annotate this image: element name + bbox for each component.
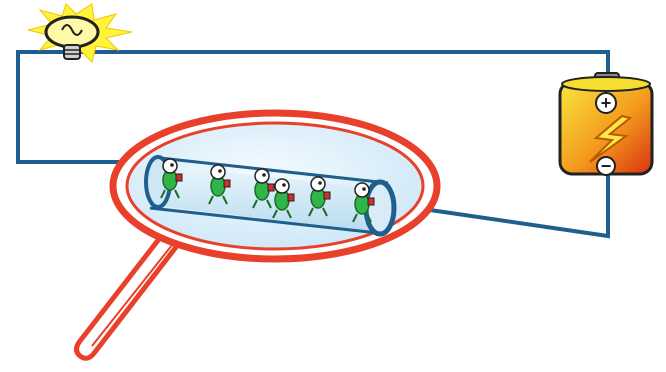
battery-plus-terminal xyxy=(595,92,617,114)
bulb-filament xyxy=(61,24,83,36)
charge-carrier-icon xyxy=(272,178,295,219)
charge-carrier-icon xyxy=(308,176,331,217)
wire-top-right xyxy=(80,50,610,90)
tube-body xyxy=(150,165,388,232)
battery-icon: + − xyxy=(558,72,654,176)
magnifier-handle xyxy=(74,227,186,361)
wire-right-bottom xyxy=(429,170,610,239)
charge-carrier-icon xyxy=(352,182,375,223)
charge-carrier-icon xyxy=(252,168,275,209)
battery-minus-label: − xyxy=(601,156,612,176)
battery-plus-label: + xyxy=(601,93,612,113)
tube-right-opening xyxy=(363,179,397,237)
magnifying-glass-icon xyxy=(109,109,441,263)
wire-cross-section-icon xyxy=(144,155,397,237)
charge-carrier-icon xyxy=(160,158,183,199)
bulb-base xyxy=(63,44,81,60)
wire-left-top xyxy=(16,50,150,164)
battery-minus-terminal xyxy=(596,156,616,176)
lightning-bolt-icon xyxy=(589,114,633,163)
charge-carrier-icon xyxy=(208,164,231,205)
light-bulb-icon xyxy=(27,3,133,63)
